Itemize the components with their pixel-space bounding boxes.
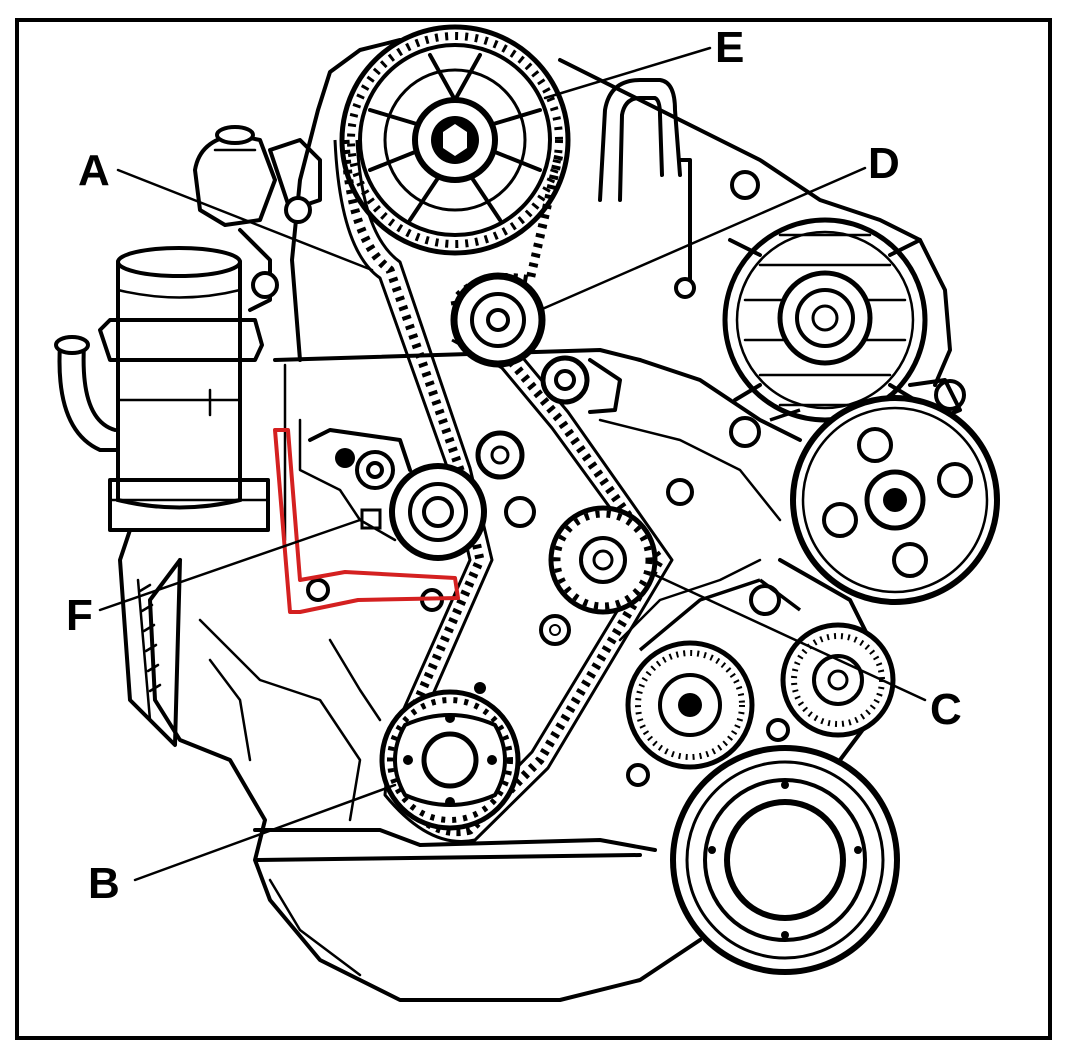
water-pump-pulley — [790, 395, 1000, 605]
engine-block — [148, 38, 952, 1002]
crankshaft-accessory-pulley — [670, 745, 900, 975]
tensioner-bracket-highlight — [273, 428, 460, 614]
idler-pulley — [450, 272, 546, 368]
camshaft-sprocket — [339, 24, 571, 256]
guide-roller — [540, 355, 622, 414]
label-A: A — [78, 146, 110, 195]
label-C: C — [930, 685, 962, 734]
accessory-belt — [638, 408, 802, 652]
top-hose — [598, 78, 682, 202]
ac-compressor-pulley — [625, 640, 790, 787]
label-F: F — [66, 591, 93, 640]
label-D: D — [868, 139, 900, 188]
leader-F — [98, 518, 362, 612]
top-hose-inner — [618, 96, 664, 202]
mid-pulleys — [475, 416, 781, 646]
leader-D — [538, 166, 867, 312]
leader-B — [133, 783, 397, 882]
label-B: B — [88, 859, 120, 908]
label-E: E — [715, 23, 744, 72]
oil-filter — [54, 246, 270, 747]
leader-E — [543, 46, 712, 100]
intermediate-sprocket — [548, 505, 658, 615]
top-left-fittings — [193, 125, 322, 312]
top-right-stud-end — [674, 277, 696, 299]
top-right-bolt — [730, 170, 760, 200]
leader-C — [653, 573, 927, 702]
leader-A — [116, 168, 374, 272]
diagram-border — [15, 18, 1052, 1040]
leader-lines — [98, 46, 927, 882]
alternator — [722, 217, 966, 423]
top-right-stud — [678, 158, 692, 287]
crankshaft-sprocket — [379, 682, 521, 831]
